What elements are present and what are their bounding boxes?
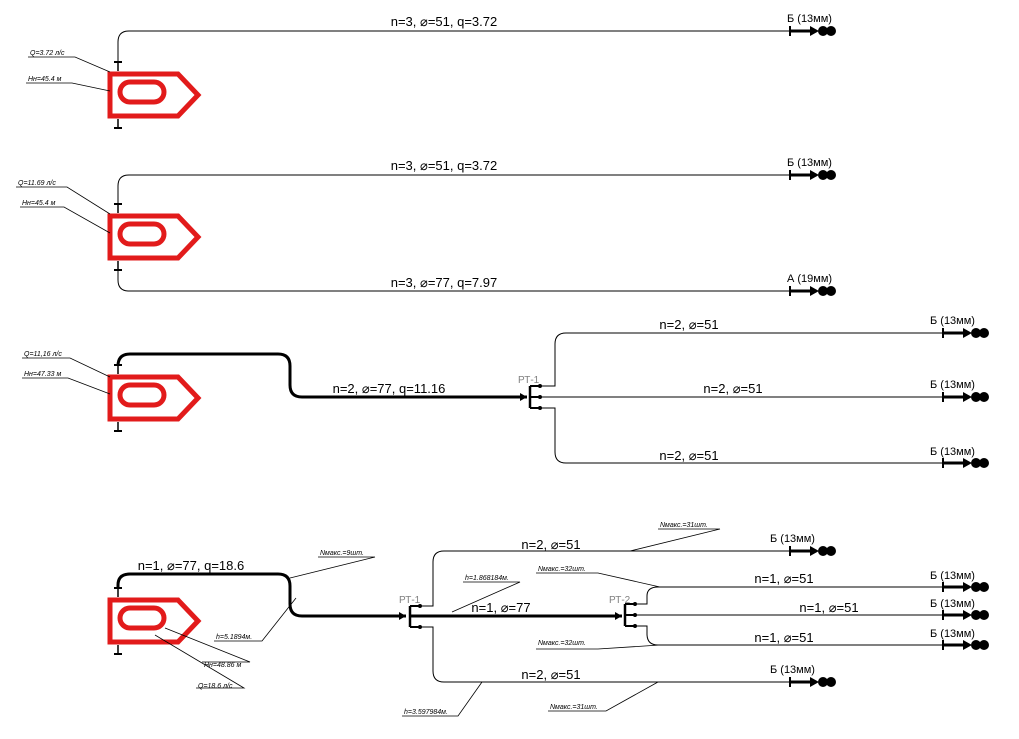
leader-line xyxy=(164,627,251,663)
leader-line xyxy=(289,556,376,579)
nozzle-label: Б (13мм) xyxy=(930,315,975,327)
hose-label: n=1, ⌀=51 xyxy=(754,571,813,586)
head-note: Нн=47.33 м xyxy=(24,371,61,378)
nozzle-label: А (19мм) xyxy=(787,273,832,285)
leader-line xyxy=(629,528,721,552)
leader-line xyxy=(451,581,521,613)
branch-splitter xyxy=(528,384,542,410)
hose-label: n=1, ⌀=51 xyxy=(799,600,858,615)
count-note: Nмакс.=31шт. xyxy=(550,704,598,711)
nozzle-label: Б (13мм) xyxy=(930,379,975,391)
nozzle-label: Б (13мм) xyxy=(787,157,832,169)
fire-truck-icon xyxy=(110,204,198,270)
scheme-4: n=1, ⌀=77, q=18.6 РТ-1 n=1, ⌀=77 РТ-2 n=… xyxy=(110,522,991,717)
nozzle-label: Б (13мм) xyxy=(930,570,975,582)
hose-line xyxy=(117,30,790,62)
head-note: Нн=48.86 м xyxy=(204,662,241,669)
hose-label: n=2, ⌀=51 xyxy=(521,667,580,682)
nozzle-icon xyxy=(788,284,838,298)
count-note: Nмакс.=9шт. xyxy=(320,550,364,557)
nozzle-icon xyxy=(941,638,991,652)
hose-line xyxy=(420,626,790,683)
fire-truck-icon xyxy=(110,588,198,654)
mid-hose-label: n=1, ⌀=77 xyxy=(471,600,530,615)
nozzle-icon xyxy=(788,675,838,689)
hose-line xyxy=(540,407,943,464)
flow-note: Q=11,16 л/с xyxy=(24,351,62,358)
hose-label: n=3, ⌀=51, q=3.72 xyxy=(391,158,498,173)
hose-line xyxy=(117,270,790,292)
count-note: Nмакс.=32шт. xyxy=(538,640,586,647)
leader-line xyxy=(214,597,297,642)
flow-note: Q=11.69 л/с xyxy=(18,180,56,187)
nozzle-icon xyxy=(941,456,991,470)
leader-line xyxy=(402,681,483,717)
nozzle-label: Б (13мм) xyxy=(770,533,815,545)
leader-line xyxy=(20,206,111,234)
leader-line xyxy=(16,186,111,215)
hose-label: n=3, ⌀=51, q=3.72 xyxy=(391,14,498,29)
hose-line xyxy=(117,174,790,204)
scheme-2: n=3, ⌀=51, q=3.72 Б (13мм) n=3, ⌀=77, q=… xyxy=(16,157,838,298)
count-note: Nмакс.=32шт. xyxy=(538,566,586,573)
main-hose-label: n=1, ⌀=77, q=18.6 xyxy=(138,558,245,573)
nozzle-label: Б (13мм) xyxy=(930,598,975,610)
hose-label: n=2, ⌀=51 xyxy=(659,448,718,463)
hose-label: n=2, ⌀=51 xyxy=(659,317,718,332)
count-note: Nмакс.=31шт. xyxy=(660,522,708,529)
nozzle-icon xyxy=(788,544,838,558)
hose-label: n=3, ⌀=77, q=7.97 xyxy=(391,275,498,290)
hose-label: n=2, ⌀=51 xyxy=(521,537,580,552)
arrow-icon xyxy=(520,393,527,401)
leader-line xyxy=(154,634,246,689)
main-hose-line xyxy=(116,352,527,399)
loss-note: h=3.597984м. xyxy=(404,709,448,716)
nozzle-label: Б (13мм) xyxy=(770,664,815,676)
nozzle-label: Б (13мм) xyxy=(930,628,975,640)
leader-line xyxy=(26,82,111,92)
nozzle-icon xyxy=(788,168,838,182)
leader-line xyxy=(536,644,661,650)
nozzle-icon xyxy=(941,580,991,594)
leader-line xyxy=(22,377,111,395)
head-note: Нн=45.4 м xyxy=(28,76,62,83)
loss-note: h=5.1894м. xyxy=(216,634,252,641)
nozzle-label: Б (13мм) xyxy=(787,13,832,25)
scheme-3: n=2, ⌀=77, q=11.16 РТ-1 n=2, ⌀=51 Б (13м… xyxy=(22,315,991,470)
hose-line xyxy=(635,586,943,605)
arrow-icon xyxy=(615,612,622,620)
fire-truck-icon xyxy=(110,365,198,431)
loss-note: h=1.868184м. xyxy=(465,575,509,582)
hose-label: n=1, ⌀=51 xyxy=(754,630,813,645)
scheme-1: n=3, ⌀=51, q=3.72 Б (13мм) Q=3.72 л/с Нн… xyxy=(26,13,838,128)
hose-line xyxy=(540,332,943,387)
flow-note: Q=18.6 л/с xyxy=(198,683,233,690)
main-hose-label: n=2, ⌀=77, q=11.16 xyxy=(333,381,446,396)
hose-line xyxy=(420,550,790,607)
nozzle-icon xyxy=(941,608,991,622)
nozzle-icon xyxy=(941,326,991,340)
nozzle-icon xyxy=(941,390,991,404)
branch-splitter-2 xyxy=(623,602,637,628)
leader-line xyxy=(22,357,111,378)
leader-line xyxy=(536,572,661,588)
nozzle-icon xyxy=(788,24,838,38)
head-note: Нн=45.4 м xyxy=(22,200,56,207)
branch-label-1: РТ-1 xyxy=(399,595,421,606)
main-hose-line xyxy=(116,572,406,618)
leader-line xyxy=(548,681,659,712)
branch-label-2: РТ-2 xyxy=(609,595,631,606)
branch-label: РТ-1 xyxy=(518,375,540,386)
leader-line xyxy=(28,56,111,73)
arrow-icon xyxy=(399,612,406,620)
fire-truck-icon xyxy=(110,62,198,128)
flow-note: Q=3.72 л/с xyxy=(30,50,65,57)
hose-label: n=2, ⌀=51 xyxy=(703,381,762,396)
nozzle-label: Б (13мм) xyxy=(930,446,975,458)
